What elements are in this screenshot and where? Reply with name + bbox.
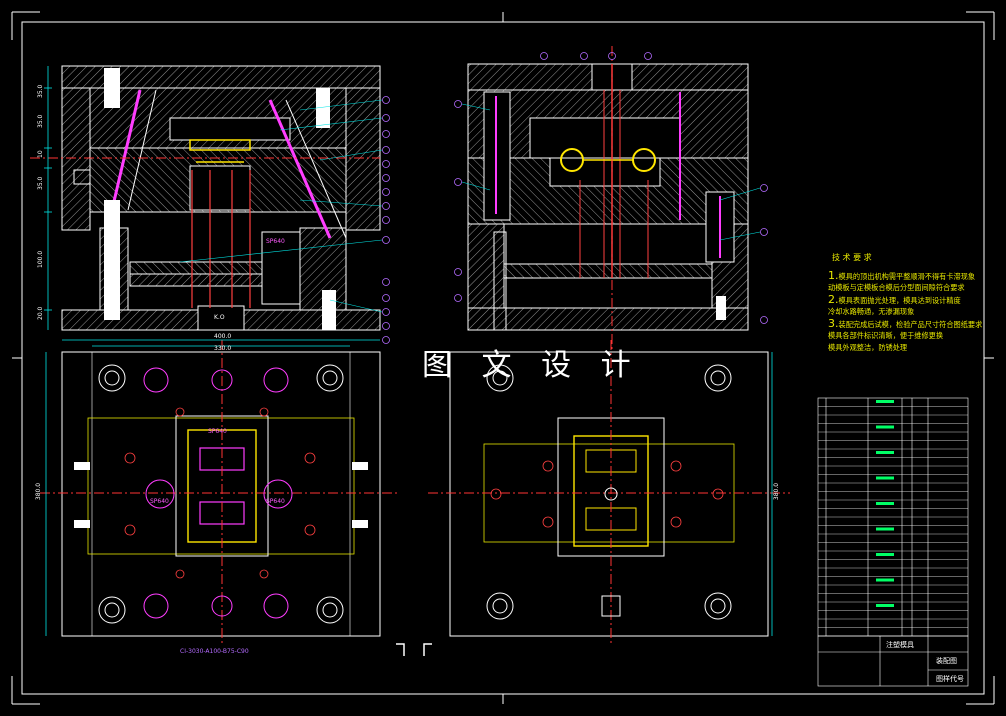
requirement-text: 模具的顶出机构需平整顺滑不得有卡滞现象 <box>838 271 976 281</box>
requirement-text: 模具表面抛光处理，模具达到设计精度 <box>838 295 961 305</box>
table-row-material-mark <box>876 476 894 480</box>
requirement-line: 冷却水路畅通，无渗漏现象 <box>828 306 988 318</box>
requirement-line: 动模板与定模板合模后分型面间隙符合要求 <box>828 282 988 294</box>
dim-left-height: 380.0 <box>35 482 43 501</box>
balloons-left <box>179 96 390 344</box>
title-block-drawing: 装配图 <box>936 657 957 665</box>
requirement-text: 动模板与定模板合模后分型面间隙符合要求 <box>828 283 965 292</box>
title-block-name: 注塑模具 <box>886 641 914 649</box>
dim-top-inner: 330.0 <box>214 345 232 352</box>
sp-label-plan-left: SP640 <box>150 498 169 505</box>
title-block <box>817 635 969 687</box>
dim-top-outer: 400.0 <box>214 333 232 340</box>
section-view-left <box>30 65 381 331</box>
dimension-value: 20.0 <box>37 306 44 320</box>
parts-table-rows <box>818 400 968 628</box>
drawing-frame <box>11 11 995 705</box>
table-row-material-mark <box>876 604 894 607</box>
title-block-code: 图样代号 <box>936 675 964 683</box>
table-row-material-mark <box>876 400 894 403</box>
table-row-material-mark <box>876 527 894 531</box>
balloons-right <box>454 52 768 324</box>
plan-view-left <box>40 339 400 646</box>
requirement-line: 2.模具表面抛光处理，模具达到设计精度 <box>828 292 988 307</box>
plan-view-right <box>428 340 790 646</box>
dimension-value: 35.0 <box>37 114 44 128</box>
table-row-material-mark <box>876 451 894 454</box>
dim-right-height: 380.0 <box>773 482 781 501</box>
dimension-value: 10 <box>37 150 44 158</box>
section-view-right <box>467 46 749 350</box>
technical-requirements: 技 术 要 求 1.模具的顶出机构需平整顺滑不得有卡滞现象动模板与定模板合模后分… <box>828 252 988 353</box>
requirement-text: 模具各部件标识清晰，便于维修更换 <box>828 331 944 340</box>
requirement-text: 装配完成后试模，检验产品尺寸符合图纸要求 <box>838 319 983 329</box>
watermark-text: 图 文 设 计 <box>422 348 641 383</box>
section-marks <box>396 643 432 656</box>
table-row-material-mark <box>876 425 894 429</box>
mold-base-spec: CI-3030-A100-B75-C90 <box>180 648 249 655</box>
requirement-line: 模具外观整洁，防锈处理 <box>828 342 988 354</box>
sp-label-plan-right: SP640 <box>266 498 285 505</box>
dimension-value: 35.0 <box>37 176 44 190</box>
requirement-number: 2. <box>828 292 839 306</box>
table-row-material-mark <box>876 553 894 556</box>
requirement-line: 1.模具的顶出机构需平整顺滑不得有卡滞现象 <box>828 268 988 283</box>
table-row-material-mark <box>876 502 894 505</box>
table-row-material-mark <box>876 578 894 582</box>
requirement-number: 3. <box>828 316 839 330</box>
requirement-line: 3.装配完成后试模，检验产品尺寸符合图纸要求 <box>828 316 988 331</box>
requirement-line: 模具各部件标识清晰，便于维修更换 <box>828 330 988 342</box>
requirement-text: 冷却水路畅通，无渗漏现象 <box>828 307 915 316</box>
requirement-text: 模具外观整洁，防锈处理 <box>828 342 908 352</box>
technical-requirements-title: 技 术 要 求 <box>832 253 872 262</box>
sp-label-section: SP640 <box>266 238 285 245</box>
sp-label-plan-top: SP640 <box>208 428 227 435</box>
technical-requirements-lines: 1.模具的顶出机构需平整顺滑不得有卡滞现象动模板与定模板合模后分型面间隙符合要求… <box>828 268 988 354</box>
ko-label: K.O <box>214 314 225 321</box>
dimension-labels: 20.0 100.0 35.0 10 35.0 35.0 <box>37 84 44 320</box>
dimension-value: 100.0 <box>37 251 44 268</box>
dimension-value: 35.0 <box>37 84 44 98</box>
requirement-number: 1. <box>828 268 839 282</box>
